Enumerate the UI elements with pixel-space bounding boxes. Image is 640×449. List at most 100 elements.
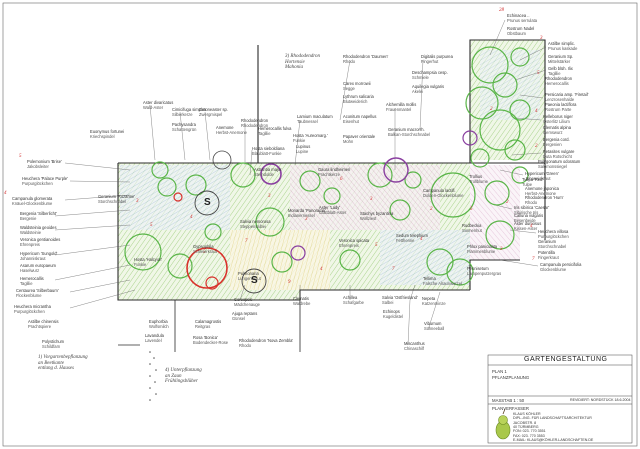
plant-label: Cotoneaster sp.Zwergmispel xyxy=(199,107,228,117)
plant-botanical-name: Calluna vulgaris xyxy=(514,213,544,218)
plant-botanical-name: Geranium macrorrh. xyxy=(388,127,425,132)
plant-common-name: Herbst-Anemone xyxy=(216,129,247,135)
plant-quantity: 2 xyxy=(535,144,538,149)
plant-label: Hypericum 'Green'Johanniskraut xyxy=(525,171,559,181)
plant-quantity: 3 xyxy=(540,36,543,41)
plant-quantity: 4 xyxy=(535,109,538,114)
plant-botanical-name: Rhododendron 'Daumen' xyxy=(343,54,389,59)
plant-botanical-name: Tellima xyxy=(423,276,436,281)
plant-botanical-name: Iris sibirica 'Caesar' xyxy=(514,205,550,210)
office-line: E-MAIL: KLAUS@KÖHLER-LANDSCHAFTEN.DE xyxy=(513,437,594,442)
plant-botanical-name: Polemonium 'Brise' xyxy=(27,159,62,164)
plant-botanical-name: Pulmonaria xyxy=(238,271,259,276)
plant-common-name: Osterlitz Lilium xyxy=(543,118,570,124)
plant-common-name: Eisenhut xyxy=(343,118,359,124)
plant-common-name: Storchschnabel xyxy=(98,198,127,204)
plant-quantity: 4 xyxy=(4,191,7,196)
plant-common-name: Ehrenpreis xyxy=(339,242,359,248)
plant-botanical-name: Campanula glomerata xyxy=(12,196,53,201)
plant-common-name: Trollblume xyxy=(469,178,488,184)
plant-botanical-name: Aster 'Lady' xyxy=(319,205,341,210)
svg-text:3: 3 xyxy=(370,197,373,202)
plant-botanical-name: Hypericum 'Sungold' xyxy=(20,251,58,256)
plant-botanical-name: Polystichum xyxy=(42,339,65,344)
plant-botanical-name: Heuchera micrantha xyxy=(14,304,51,309)
plant-common-name: Storchschnabel xyxy=(538,243,567,249)
plant-label: Rosa 'Bonica'Bodendecker-Rose xyxy=(193,335,228,345)
planting-beds xyxy=(118,40,545,300)
plant-botanical-name: Euphorbia xyxy=(149,319,168,324)
plant-common-name: Bergenie xyxy=(20,215,37,221)
plant-botanical-name: Hosta sieboldiana xyxy=(252,146,285,151)
svg-text:6: 6 xyxy=(340,177,343,182)
plant-common-name: Besenheide xyxy=(514,217,536,223)
plant-label: Centaurea 'Silberbaum'Flockenblume xyxy=(16,288,59,298)
plant-label: Deschampsia cesp.Schmiele xyxy=(412,70,448,80)
plant-common-name: Schattengrün xyxy=(172,126,197,132)
plant-botanical-name: Phlox paniculata xyxy=(467,244,498,249)
plant-common-name: Indianernessel xyxy=(288,212,315,218)
plant-botanical-name: Centaurea 'Silberbaum' xyxy=(16,288,59,293)
plant-common-name: Kissen-Aster xyxy=(514,225,538,231)
plant-label: Bergenia cord.Bergenien xyxy=(543,137,570,147)
plant-botanical-name: Geranium xyxy=(538,239,556,244)
plant-common-name: Schafgarbe xyxy=(343,299,364,305)
title-block-frame xyxy=(487,354,633,444)
svg-text:3: 3 xyxy=(268,194,271,199)
plant-label: Rhododendron 'Nova Zembla'Rhodo xyxy=(239,338,293,348)
plant-botanical-name: Papaver orientale xyxy=(343,134,376,139)
plant-botanical-name: Aster divaricatus xyxy=(143,100,174,105)
leader-lines xyxy=(54,19,547,346)
plant-botanical-name: Petasites vulgare xyxy=(543,149,575,154)
plant-label: Rhododendron 'Daumen'Rhodo xyxy=(343,54,389,64)
plant-quantity: 7 xyxy=(532,257,535,262)
plant-botanical-name: Salvia nemorosa xyxy=(240,219,271,224)
plant-botanical-name: Salvia 'Ostfriesland' xyxy=(382,295,418,300)
plant-common-name: Wolfsmilch xyxy=(149,323,169,329)
plant-quantity: 5 xyxy=(537,71,540,76)
plant-common-name: Mädchenauge xyxy=(234,301,260,307)
svg-text:5: 5 xyxy=(203,250,206,255)
plant-botanical-name: Echinacea .. xyxy=(507,13,530,18)
plant-botanical-name: Asarum europaeum xyxy=(20,263,56,268)
plant-common-name: Glattblatt-Aster xyxy=(319,209,347,215)
plant-common-name: Akelei xyxy=(412,88,424,94)
plant-botanical-name: Hemerocallis fulva xyxy=(258,126,292,131)
plant-botanical-name: Veronica gentianoides xyxy=(20,237,61,242)
plant-common-name: Taglilie xyxy=(20,280,33,286)
handwritten-note: 1) Vorgartenbepflanzung an Beetkante ent… xyxy=(38,355,88,372)
plant-common-name: Rostrum Parte xyxy=(545,106,572,112)
plant-common-name: Duta Rotschicht xyxy=(543,153,572,159)
